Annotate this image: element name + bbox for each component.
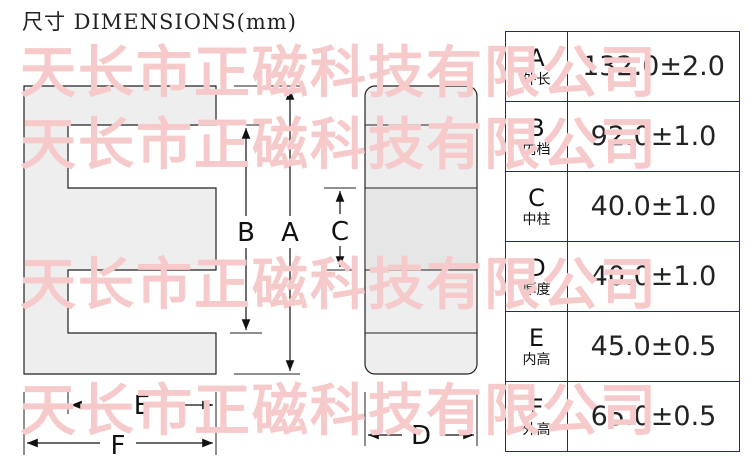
dimension-value-cell: 65.0±0.5 <box>567 381 740 452</box>
dimension-key-cell: D 厚度 <box>505 241 568 312</box>
extension-lines-ef <box>23 392 217 455</box>
dimension-value-cell: 40.0±1.0 <box>567 241 740 312</box>
table-row: F 外高 65.0±0.5 <box>505 381 740 452</box>
dimension-value-cell: 132.0±2.0 <box>567 31 740 102</box>
extension-lines-c <box>324 187 356 271</box>
label-c: C <box>331 217 349 247</box>
e-core-front-view <box>23 85 217 375</box>
dimension-letter: F <box>529 393 544 422</box>
dimension-letter: B <box>528 113 545 142</box>
dimension-value-cell: 40.0±1.0 <box>567 171 740 242</box>
dimension-value: 40.0±1.0 <box>590 191 717 222</box>
dimension-value: 65.0±0.5 <box>590 401 717 432</box>
dimension-letter: C <box>528 183 545 212</box>
extension-lines-ab <box>230 85 300 375</box>
dimension-name: 外长 <box>522 71 551 88</box>
dimension-name: 厚度 <box>522 281 551 298</box>
dimension-name: 外高 <box>522 421 551 438</box>
label-b: B <box>237 218 255 248</box>
dimension-name: 内高 <box>522 351 551 368</box>
dimension-letter: A <box>528 43 545 72</box>
dimension-key-cell: E 内高 <box>505 311 568 382</box>
extension-lines-d <box>364 392 478 446</box>
dimension-value: 40.0±1.0 <box>590 261 717 292</box>
dimension-key-cell: C 中柱 <box>505 171 568 242</box>
dimension-name: 内档 <box>522 141 551 158</box>
page-title: 尺寸 DIMENSIONS(mm) <box>22 10 297 34</box>
dimension-value: 45.0±0.5 <box>590 331 717 362</box>
table-row: E 内高 45.0±0.5 <box>505 311 740 382</box>
dimension-key-cell: B 内档 <box>505 101 568 172</box>
dimension-key-cell: F 外高 <box>505 381 568 452</box>
dimension-name: 中柱 <box>522 211 551 228</box>
dimension-value-cell: 92.0±1.0 <box>567 101 740 172</box>
table-row: B 内档 92.0±1.0 <box>505 101 740 172</box>
dimension-value-cell: 45.0±0.5 <box>567 311 740 382</box>
dimension-value: 92.0±1.0 <box>590 121 717 152</box>
table-row: C 中柱 40.0±1.0 <box>505 171 740 242</box>
dimension-key-cell: A 外长 <box>505 31 568 102</box>
table-row: D 厚度 40.0±1.0 <box>505 241 740 312</box>
label-e: E <box>134 391 150 421</box>
dimension-letter: D <box>527 253 546 282</box>
dimension-value: 132.0±2.0 <box>582 51 725 82</box>
dimension-letter: E <box>528 323 545 352</box>
table-row: A 外长 132.0±2.0 <box>505 31 740 102</box>
dimension-table: A 外长 132.0±2.0 B 内档 92.0±1.0 C 中柱 40.0±1… <box>505 31 740 452</box>
label-d: D <box>411 421 431 451</box>
label-f: F <box>111 431 126 461</box>
label-a: A <box>281 218 299 248</box>
center-leg-band <box>365 188 477 270</box>
